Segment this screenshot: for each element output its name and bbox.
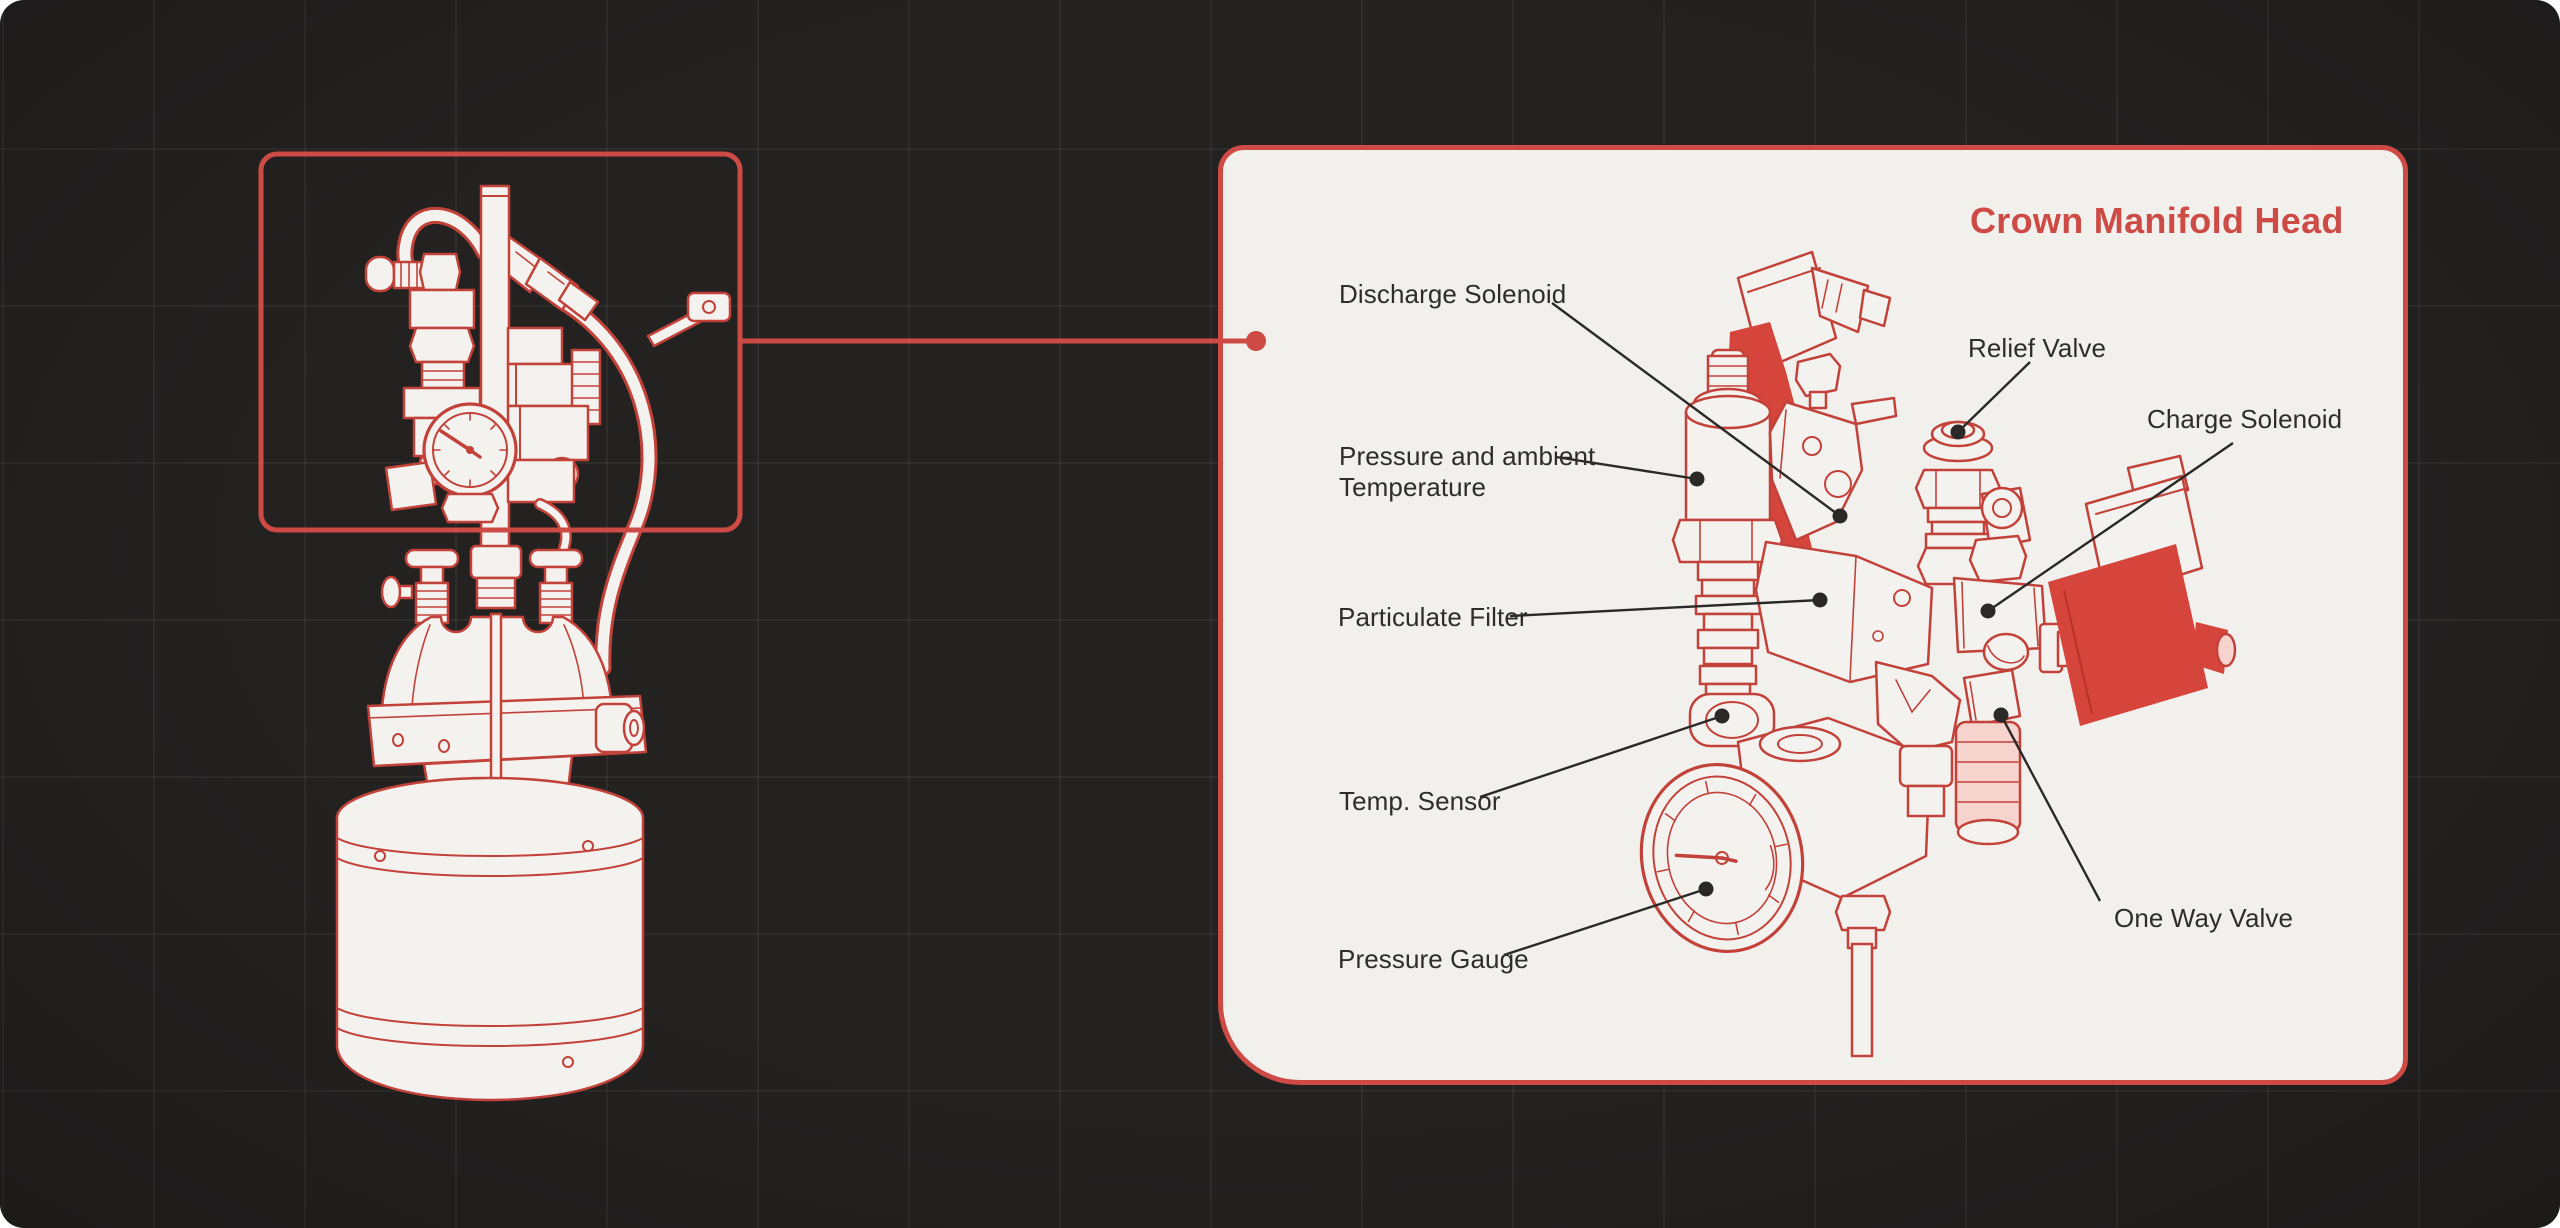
device-illustration — [335, 184, 732, 1102]
label-pressure-ambient-line2: Temperature — [1339, 472, 1487, 502]
page-title: Crown Manifold Head — [1970, 200, 2344, 241]
label-temp-sensor: Temp. Sensor — [1339, 786, 1501, 816]
label-charge-solenoid: Charge Solenoid — [2147, 404, 2343, 434]
label-pressure-gauge: Pressure Gauge — [1338, 944, 1529, 974]
label-pressure-ambient-line1: Pressure and ambient — [1339, 441, 1596, 471]
label-one-way-valve: One Way Valve — [2114, 903, 2294, 933]
label-pressure-ambient: Pressure and ambient Temperature — [1339, 441, 1595, 503]
highlight-box — [258, 151, 743, 533]
label-relief-valve: Relief Valve — [1968, 333, 2107, 363]
label-discharge-solenoid: Discharge Solenoid — [1339, 279, 1567, 309]
label-particulate-filter: Particulate Filter — [1338, 602, 1528, 632]
